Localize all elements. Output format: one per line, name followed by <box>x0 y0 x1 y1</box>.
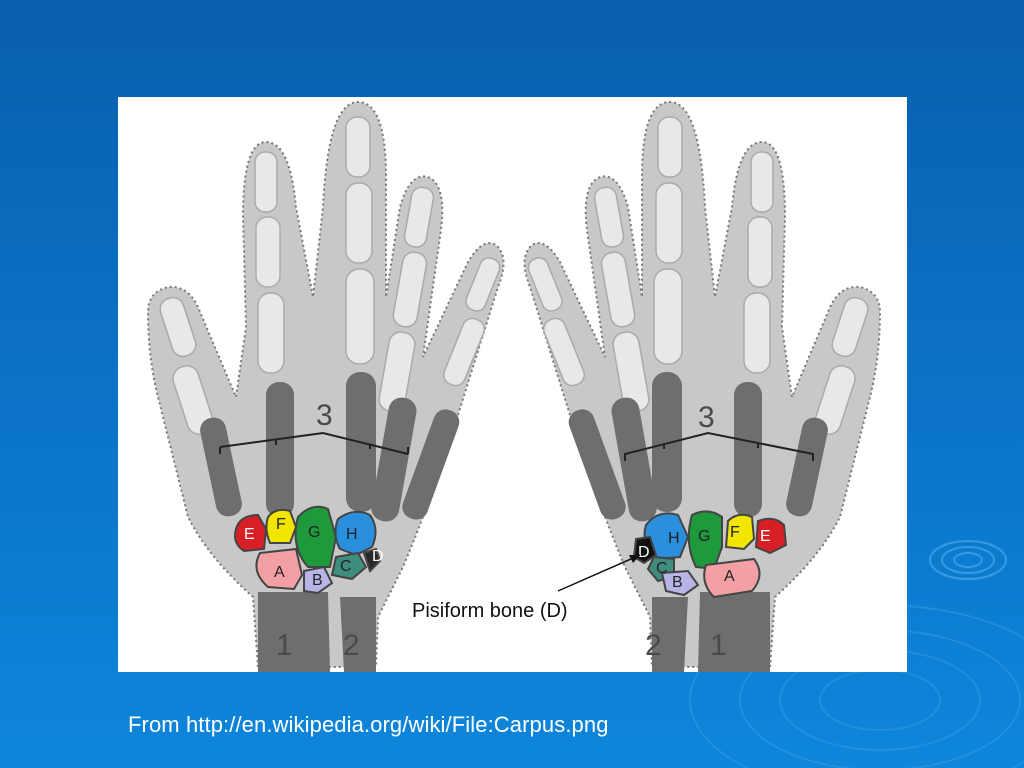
carpal-bone-f-right <box>724 513 756 551</box>
letter-g-right: G <box>698 528 710 545</box>
pisiform-callout: Pisiform bone (D) <box>412 600 568 622</box>
letter-a-right: A <box>724 568 735 585</box>
carpal-bone-g <box>294 505 338 568</box>
letter-g: G <box>308 524 320 541</box>
metacarpal-bracket <box>219 431 409 455</box>
label-2: 2 <box>343 629 360 662</box>
letter-e: E <box>244 526 255 543</box>
left-hand-diagram: 3 1 2 E F G H A B C D <box>147 101 505 672</box>
metacarpal-bracket-right <box>624 431 814 461</box>
letter-h: H <box>346 526 358 543</box>
letter-f: F <box>276 516 286 533</box>
letter-b: B <box>312 572 323 589</box>
carpal-bone-e <box>234 513 268 553</box>
carpal-bone-d-right <box>632 535 658 565</box>
letter-d-right: D <box>638 544 650 561</box>
carpal-bone-b-right <box>660 569 700 597</box>
carpal-bone-f <box>265 508 298 544</box>
label-1-right: 1 <box>710 629 727 662</box>
letter-h-right: H <box>668 530 680 547</box>
carpal-bone-g-right <box>687 510 723 571</box>
letter-b-right: B <box>672 574 683 591</box>
letter-f-right: F <box>730 524 740 541</box>
label-3: 3 <box>316 399 333 432</box>
letter-c-right: C <box>656 560 668 577</box>
carpal-bone-h <box>334 510 377 557</box>
right-hand-diagram: 3 2 1 H G F E D C B A <box>412 101 881 672</box>
carpal-bone-b <box>303 565 334 595</box>
callout-arrow <box>557 554 641 592</box>
label-3-right: 3 <box>698 401 715 434</box>
carpal-bone-c <box>330 551 368 581</box>
letter-c: C <box>340 558 352 575</box>
callout-arrowhead <box>629 555 640 563</box>
label-1: 1 <box>276 629 293 662</box>
carpus-figure: 3 1 2 E F G H A B C D <box>118 97 907 672</box>
letter-e-right: E <box>760 528 771 545</box>
carpal-bone-d <box>362 547 382 573</box>
carpal-bone-a-right <box>703 557 761 599</box>
letter-a: A <box>274 564 285 581</box>
carpal-bone-e-right <box>754 517 788 555</box>
label-2-right: 2 <box>645 629 662 662</box>
letter-d: D <box>372 548 384 565</box>
carpal-bone-a <box>255 547 304 591</box>
source-caption: From http://en.wikipedia.org/wiki/File:C… <box>128 712 609 737</box>
